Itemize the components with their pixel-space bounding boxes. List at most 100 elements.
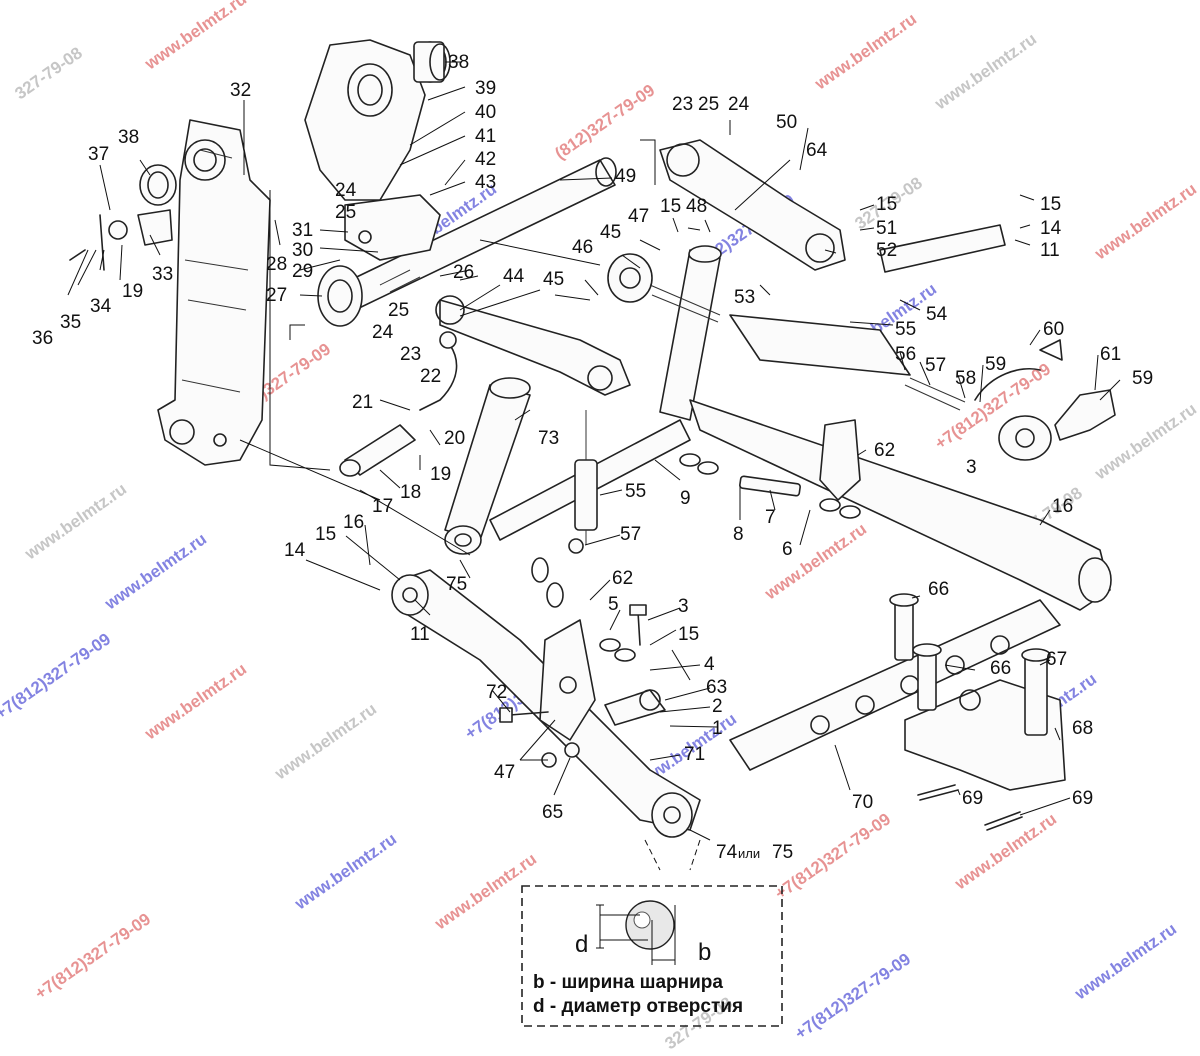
callout-67: 67 [1046, 649, 1067, 670]
watermark-site: www.belmtz.ru [21, 479, 130, 564]
bolt-3 [637, 611, 641, 646]
hydraulic-cylinder-53 [659, 249, 721, 421]
plate-33 [137, 209, 173, 246]
callout-21: 21 [352, 392, 373, 413]
ball-joint-46 [607, 253, 653, 303]
callout-65: 65 [542, 802, 563, 823]
callout-72: 72 [486, 682, 507, 703]
pin-66 [894, 599, 914, 661]
callout-46: 46 [572, 237, 593, 258]
callout-15b: 15 [876, 194, 897, 215]
callout-25c: 25 [698, 94, 719, 115]
callout-58: 58 [955, 368, 976, 389]
callout-41: 41 [475, 126, 496, 147]
callout-8: 8 [733, 524, 744, 545]
callout-71: 71 [684, 744, 705, 765]
callout-75: 75 [446, 574, 467, 595]
bolt-72 [509, 711, 549, 716]
parts-drawing [67, 39, 1121, 1027]
callout-47b: 47 [494, 762, 515, 783]
left-bracket-housing [157, 119, 271, 466]
upper-link-54 [729, 314, 911, 376]
callout-36: 36 [32, 328, 53, 349]
callout-28: 28 [266, 254, 287, 275]
callout-56: 56 [895, 344, 916, 365]
callout-19b: 19 [430, 464, 451, 485]
callout-30: 30 [292, 240, 313, 261]
cotter-pin-69b [984, 811, 1023, 831]
pin-67 [1024, 654, 1048, 736]
cotter-pin-69 [917, 784, 959, 801]
callout-43: 43 [475, 172, 496, 193]
lift-arm-50 [659, 139, 846, 271]
pin-66b [917, 649, 937, 711]
watermark-site: www.belmtz.ru [291, 829, 400, 914]
bushing-38-left [139, 164, 177, 206]
callout-74: 74 [716, 842, 738, 863]
guide-arrow [239, 439, 381, 501]
callout-2: 2 [712, 696, 723, 717]
strut-62-upper [819, 419, 861, 501]
callout-45b: 45 [600, 222, 621, 243]
watermark-phone: (812)327-79-09 [551, 80, 658, 163]
callout-52: 52 [876, 240, 897, 261]
callout-26: 26 [453, 262, 474, 283]
watermark-site: www.belmtz.ru [1091, 179, 1200, 264]
watermark-site: www.belmtz.ru [431, 849, 540, 934]
detail-inset-frame [521, 885, 783, 1027]
callout-34: 34 [90, 296, 112, 317]
strut-62-lower [539, 619, 596, 741]
bolt-36 [69, 249, 86, 261]
callout-50: 50 [776, 112, 797, 133]
callout-47: 47 [628, 206, 649, 227]
callout-55: 55 [895, 319, 916, 340]
watermark-site: www.belmtz.ru [931, 29, 1040, 114]
washer-37 [108, 220, 128, 240]
callout-6: 6 [782, 539, 793, 560]
callout-19: 19 [122, 281, 143, 302]
callout-20: 20 [444, 428, 465, 449]
callout-14b: 14 [284, 540, 306, 561]
callout-24c: 24 [728, 94, 750, 115]
callout-15e: 15 [315, 524, 336, 545]
callout-31: 31 [292, 220, 313, 241]
callout-49: 49 [615, 166, 636, 187]
callout-60: 60 [1043, 319, 1064, 340]
callout-66: 66 [928, 579, 949, 600]
callout-15c: 15 [1040, 194, 1061, 215]
callout-7: 7 [765, 507, 776, 528]
watermark-site: www.belmtz.ru [811, 9, 920, 94]
callout-16: 16 [1052, 496, 1073, 517]
callout-51: 51 [876, 218, 897, 239]
watermark-site: www.belmtz.ru [141, 0, 250, 74]
callout-69b: 69 [1072, 788, 1093, 809]
callout-55b: 55 [625, 481, 646, 502]
upper-bracket [304, 39, 426, 201]
callout-62b: 62 [612, 568, 633, 589]
watermark-site: www.belmtz.ru [761, 519, 870, 604]
watermark-site: www.belmtz.ru [141, 659, 250, 744]
ball-joint-detail [625, 900, 675, 950]
watermark-phone: +7(812)327-79-09 [791, 949, 914, 1043]
callout-59b: 59 [1132, 368, 1153, 389]
ball-joint-59 [998, 415, 1052, 461]
callout-25b: 25 [388, 300, 409, 321]
watermark-site: www.belmtz.ru [1071, 919, 1180, 1004]
callout-numbers: 38 39 40 41 42 43 32 38 37 24 25 31 30 2… [32, 52, 1153, 966]
turnbuckle-55 [574, 459, 598, 531]
callout-74-75: 75 [772, 842, 793, 863]
sleeve-63 [604, 689, 666, 726]
watermark-site: www.belmtz.ru [271, 699, 380, 784]
stabilizer-chain [531, 453, 861, 662]
watermark-phone: +7(812)327-79-09 [31, 909, 154, 1003]
callout-64: 64 [806, 140, 828, 161]
callout-66b: 66 [990, 658, 1011, 679]
nut-57 [568, 538, 584, 554]
callout-54: 54 [926, 304, 948, 325]
callout-29: 29 [292, 261, 313, 282]
callout-5: 5 [608, 594, 619, 615]
callout-15d: 15 [678, 624, 699, 645]
callout-45: 45 [543, 269, 564, 290]
callout-4: 4 [704, 654, 715, 675]
